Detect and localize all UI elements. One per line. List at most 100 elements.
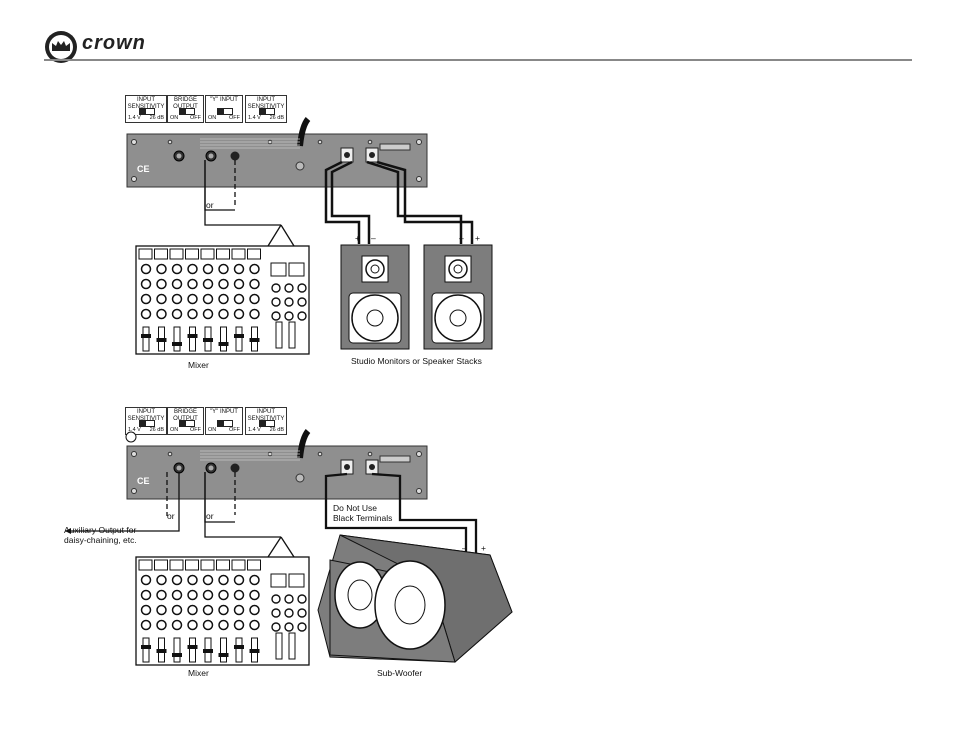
minus-label-sub: –	[462, 543, 467, 553]
mixer-1-master-knob	[297, 311, 307, 321]
mixer-2	[135, 556, 310, 666]
mixer-1-meter	[216, 248, 230, 260]
mixer-2-knob	[218, 589, 229, 601]
mixer-2-master-fader	[275, 632, 283, 660]
amplifier-rear-panel-2-rack-hole	[416, 488, 422, 494]
mixer-1-vu-meter	[270, 262, 287, 277]
mixer-1-knob	[171, 308, 183, 320]
mixer-2-master-knob	[297, 622, 307, 632]
mixer-1-master-knob	[284, 311, 294, 321]
speakers-label: Studio Monitors or Speaker Stacks	[351, 356, 482, 366]
callout-left-1	[267, 224, 282, 247]
mixer-2-knob	[187, 574, 198, 586]
mixer-2-fader-cap	[141, 645, 151, 649]
mixer-2-fader-cap	[234, 645, 244, 649]
amplifier-rear-panel-1-post-cap	[344, 152, 350, 158]
mixer-1-knob	[156, 293, 167, 305]
amplifier-rear-panel-1-ground-screw	[295, 161, 305, 171]
mixer-1-meter	[154, 248, 168, 260]
mixer-2-knob	[187, 619, 198, 631]
mixer-1-fader-cap	[203, 338, 213, 342]
mixer-1-fader-slot	[220, 326, 227, 352]
mixer-1-knob	[249, 263, 260, 275]
mixer-1-knob	[171, 293, 183, 305]
mixer-1-knob	[202, 293, 214, 305]
amplifier-rear-panel-2-ground-screw	[295, 473, 305, 483]
mixer-1-knob	[233, 308, 245, 320]
mixer-1-meter	[169, 248, 184, 260]
mixer-1-knob	[202, 278, 214, 290]
mixer-1-knob	[233, 263, 245, 275]
mixer-2-meter	[138, 559, 153, 571]
mixer-1-fader-cap	[187, 334, 198, 338]
studio-monitor-right-tweeter	[448, 259, 468, 279]
mixer-1-vu-meter	[288, 262, 305, 277]
studio-monitor-right	[423, 244, 493, 350]
mixer-1-knob	[233, 293, 245, 305]
mixer-2-knob	[249, 574, 260, 586]
amplifier-rear-panel-2-phone-jack	[230, 463, 240, 473]
speaker-wire-left-b	[330, 160, 371, 244]
amplifier-rear-panel-2-rack-hole	[416, 451, 422, 457]
plus-label-right: +	[475, 233, 480, 243]
mixer-2-vu-meter	[270, 573, 287, 588]
mixer-1-knob	[140, 278, 152, 290]
mixer-2-meter	[169, 559, 184, 571]
mixer-2-knob	[249, 589, 260, 601]
mixer-1-knob	[218, 263, 229, 275]
minus-label-left: –	[371, 233, 376, 243]
aux-output-label-1: Auxiliary Output for	[64, 525, 137, 535]
mixer-2-knob	[156, 604, 167, 616]
mixer-1-knob	[202, 308, 214, 320]
mixer-2-fader-cap	[203, 649, 213, 653]
or-label-2b: or	[206, 511, 214, 521]
mixer-1-knob	[249, 293, 260, 305]
amplifier-rear-panel-1-rack-hole	[131, 139, 137, 145]
amplifier-rear-panel-2-ce-mark: CE	[137, 476, 150, 486]
mixer-2-knob	[140, 574, 152, 586]
studio-monitor-left-tweeter	[365, 259, 385, 279]
plus-label-sub: +	[481, 543, 486, 553]
mixer-1-knob	[171, 263, 183, 275]
aux-jack-outline	[125, 431, 137, 443]
mixer-2-fader-slot	[220, 637, 227, 663]
mixer-2-master-knob	[271, 608, 281, 618]
mixer-1-master-knob	[271, 311, 281, 321]
mixer-2-master-knob	[271, 622, 281, 632]
studio-monitor-left	[340, 244, 410, 350]
mixer-1-fader-slot	[189, 326, 196, 352]
mixer-2-master-knob	[271, 594, 281, 604]
mixer-2-knob	[233, 589, 245, 601]
subwoofer-driver-left-cone	[347, 579, 373, 611]
mixer-1-meter	[200, 248, 215, 260]
amplifier-rear-panel-1-xlr-pin	[176, 153, 182, 159]
mixer-2-fader-cap	[187, 645, 198, 649]
mixer-1-knob	[187, 278, 198, 290]
mixer-2-meter	[231, 559, 246, 571]
mixer-1-master-knob	[271, 297, 281, 307]
subwoofer	[317, 534, 513, 663]
mixer-2-knob	[140, 604, 152, 616]
mixer-2-master-knob	[297, 594, 307, 604]
mixer-1-knob	[187, 263, 198, 275]
mixer-2-fader-cap	[156, 649, 167, 653]
mixer-1-master-knob	[297, 283, 307, 293]
mixer-1-meter	[138, 248, 153, 260]
mixer-2-knob	[233, 604, 245, 616]
mixer-1-knob	[218, 293, 229, 305]
subwoofer-driver-right-cone	[394, 585, 426, 625]
mixer-2-knob	[202, 589, 214, 601]
mixer-2-knob	[171, 619, 183, 631]
mixer-cable-2	[204, 472, 281, 538]
mixer-2-knob	[156, 619, 167, 631]
y-input-switch-2: "Y" INPUT ON OFF	[205, 407, 243, 435]
mixer-1-master-knob	[271, 283, 281, 293]
mixer-2-meter	[247, 559, 261, 571]
plus-label-left: +	[355, 233, 360, 243]
mixer-1-master-fader	[288, 321, 296, 349]
mixer-1-master-knob	[297, 297, 307, 307]
mixer-1-knob	[140, 308, 152, 320]
mixer-1-meter	[185, 248, 199, 260]
